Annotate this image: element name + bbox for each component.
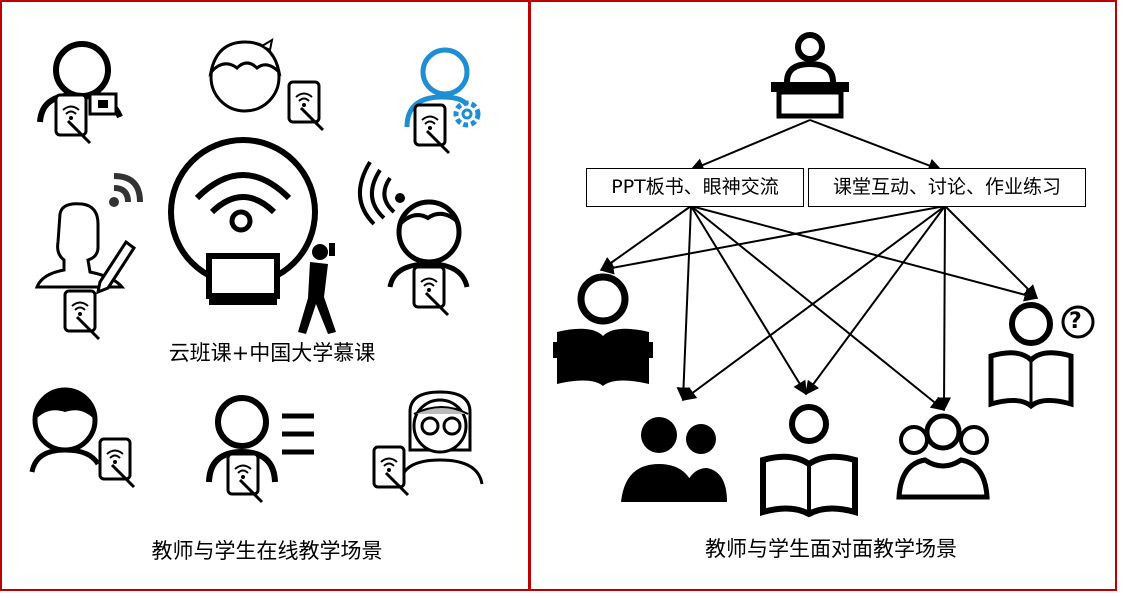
student-phone-icon-1 <box>37 41 123 145</box>
student-question-icon <box>988 302 1095 410</box>
face-to-face-illustration <box>553 32 1095 518</box>
platform-label: 云班课+中国大学慕课 <box>168 341 376 365</box>
question-circle-icon <box>1061 305 1095 339</box>
online-teaching-panel: 云班课+中国大学慕课 教师与学生在线教学场景 <box>0 0 530 591</box>
teacher-arrows <box>689 119 943 173</box>
student-reading-icon-2 <box>760 404 858 518</box>
walking-person-icon <box>298 243 336 334</box>
student-notes-icon <box>206 395 314 504</box>
student-group-icon-1 <box>621 417 727 502</box>
teacher-podium-icon <box>771 32 849 119</box>
student-dark-hair-icon <box>29 387 136 489</box>
wifi-signal-icon <box>109 173 143 207</box>
face-to-face-caption: 教师与学生面对面教学场景 <box>705 537 957 561</box>
online-platform-monitor-icon <box>168 137 318 305</box>
interaction-arrows <box>599 205 1039 412</box>
student-girl-icon <box>208 37 325 132</box>
interaction-methods-box: 课堂互动、讨论、作业练习 <box>808 168 1086 207</box>
wifi-arcs-icon <box>357 160 405 226</box>
student-glasses-icon <box>372 390 484 497</box>
student-reading-icon-1 <box>553 273 653 386</box>
student-writing-icon <box>34 173 143 341</box>
teacher-methods-box: PPT板书、眼神交流 <box>586 168 804 207</box>
pen-icon <box>95 239 137 295</box>
online-caption: 教师与学生在线教学场景 <box>151 539 383 563</box>
online-teaching-illustration <box>29 37 484 504</box>
student-group-icon-2 <box>896 413 990 500</box>
gear-icon <box>453 100 481 128</box>
student-settings-icon <box>404 47 481 155</box>
face-to-face-panel: PPT板书、眼神交流 课堂互动、讨论、作业练习 ? 教师与学生面对面教学场景 <box>529 0 1117 591</box>
student-listening-icon <box>357 160 470 317</box>
question-mark: ? <box>1069 309 1082 334</box>
